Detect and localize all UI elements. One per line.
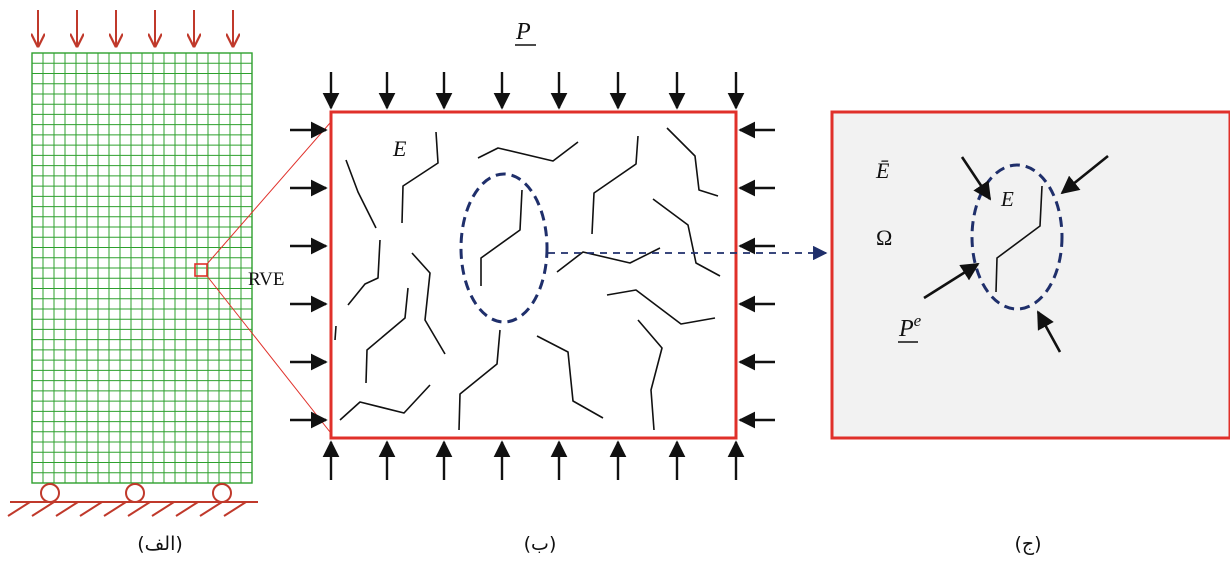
inclusion-ellipse	[459, 172, 549, 324]
caption-a: (الف)	[137, 533, 183, 555]
zoom-line-bottom	[206, 275, 331, 433]
hatch-stroke	[223, 501, 247, 517]
microcracks	[334, 127, 721, 431]
hatch-stroke	[7, 501, 31, 517]
crack	[652, 198, 721, 277]
hatch-stroke	[151, 501, 175, 517]
crack	[591, 135, 639, 235]
hatch-stroke	[31, 501, 55, 517]
roller-support-icon	[40, 483, 232, 503]
crack	[334, 325, 337, 341]
rve-label: RVE	[248, 269, 284, 290]
crack	[339, 384, 431, 421]
load-label-p: P	[515, 19, 531, 45]
panel-a: RVE (الف)	[7, 10, 331, 555]
local-crack	[995, 185, 1043, 293]
material-label-e: E	[392, 136, 407, 161]
hatch-stroke	[103, 501, 127, 517]
top-load-arrows	[38, 10, 233, 46]
rve-box	[329, 110, 738, 440]
caption-c: (ج)	[1014, 533, 1041, 555]
local-load-arrows	[923, 154, 1109, 353]
crack	[347, 239, 381, 306]
crack	[458, 329, 501, 431]
local-arrow	[1036, 310, 1062, 353]
panel-c: Ē Ω E Pe (ج)	[830, 110, 1230, 555]
zoom-line-top	[206, 122, 331, 265]
local-modulus-label: E	[1000, 187, 1014, 211]
hatch-stroke	[79, 501, 103, 517]
crack	[411, 252, 446, 355]
crack	[666, 127, 719, 197]
local-load-label: Pe	[898, 311, 922, 342]
caption-b: (ب)	[524, 533, 557, 555]
crack	[637, 319, 663, 431]
panel-b: P E (ب)	[290, 19, 828, 555]
local-inclusion-ellipse	[970, 163, 1064, 311]
rve-marker	[194, 263, 208, 277]
hatch-stroke	[199, 501, 223, 517]
crack	[556, 247, 661, 273]
local-arrow	[960, 156, 992, 201]
crack	[480, 189, 523, 286]
crack	[477, 141, 579, 162]
rve-boundary-load-arrows	[290, 72, 775, 480]
local-arrow	[1060, 154, 1109, 195]
local-arrow	[923, 262, 980, 300]
effective-modulus-label: Ē	[875, 158, 890, 183]
crack	[401, 131, 439, 224]
crack	[606, 289, 716, 325]
hatch-stroke	[175, 501, 199, 517]
homogenized-domain	[830, 110, 1230, 440]
fe-mesh-grid	[32, 53, 252, 483]
hatch-stroke	[127, 501, 151, 517]
hatched-ground-icon	[7, 501, 247, 517]
domain-omega-label: Ω	[876, 225, 892, 250]
crack	[365, 287, 409, 384]
hatch-stroke	[55, 501, 79, 517]
crack	[536, 335, 604, 419]
crack	[345, 159, 377, 229]
